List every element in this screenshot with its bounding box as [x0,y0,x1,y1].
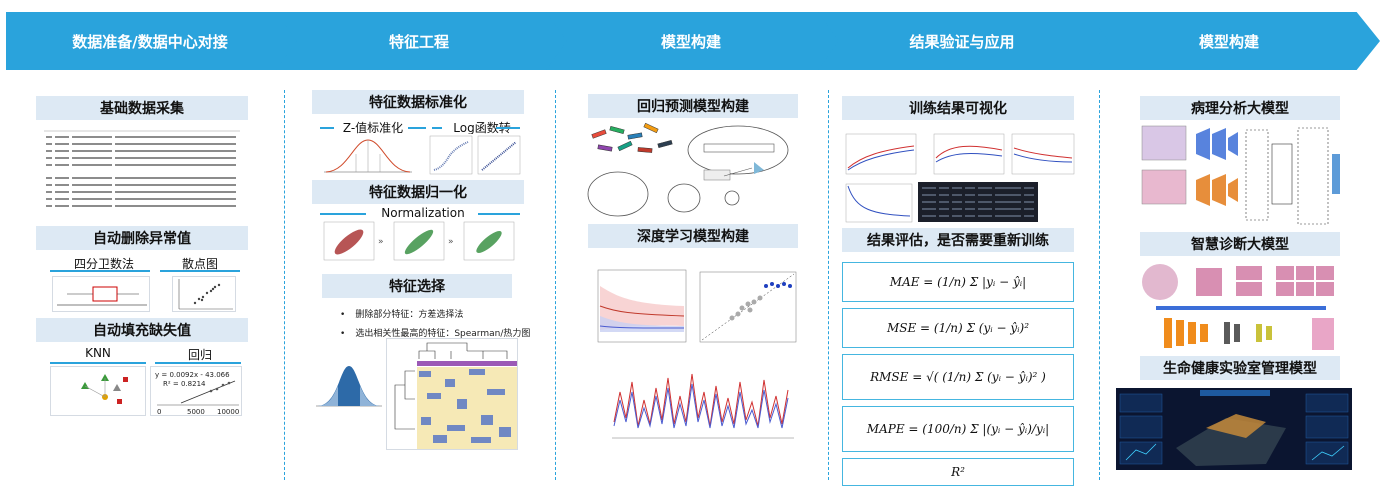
underline [155,362,241,364]
normal-curve-graphic [324,139,412,173]
stage-arrow-data-prep: 数据准备/数据中心对接 [6,12,304,70]
pathology-network-graphic [1141,125,1340,225]
boxplot-thumbnail [52,276,150,312]
scatter-plot-label: 散点图 [181,257,218,271]
train-test-curve-graphic [597,269,687,343]
remove-outliers-box: 自动删除异常值 [36,226,248,250]
regression-r2: R² = 0.8214 [163,380,206,388]
fill-missing-box: 自动填充缺失值 [36,318,248,342]
time-series-thumbnail [592,352,798,444]
stage-label: 模型构建 [1198,32,1259,51]
training-curves-graphic [845,133,1075,223]
time-series-graphic [612,373,794,439]
underline [320,127,334,129]
stage-label: 模型构建 [660,32,721,51]
boxplot-graphic [57,286,147,306]
feature-selection-bullet: 删除部分特征：方差选择法 [340,307,463,320]
feature-selection-bullet: 选出相关性最高的特征：Spearman/热力图 [340,326,530,339]
pathology-network-thumbnail [1140,124,1342,228]
train-test-curve-thumbnail [590,266,690,352]
underline [408,127,426,129]
log-transform-thumbnail [428,134,522,176]
dashboard-graphic [1119,390,1349,466]
deep-learning-model-box: 深度学习模型构建 [588,224,798,248]
normalization-graphic: » » [323,221,515,261]
rmse-formula: RMSE = √( (1/n) Σ (yᵢ − ŷᵢ)² ) [842,354,1074,400]
scatter-graphic [178,279,233,310]
diagnosis-network-thumbnail [1136,262,1342,354]
underline [320,213,366,215]
variance-curve-graphic [316,366,382,407]
stage-arrow-model-build: 模型构建 [546,12,846,70]
underline [50,362,146,364]
underline [160,270,240,272]
stage-label: 结果验证与应用 [909,32,1015,51]
training-visualization-box: 训练结果可视化 [842,96,1074,120]
dashboard-thumbnail [1116,388,1352,470]
feature-standardization-box: 特征数据标准化 [312,90,524,114]
feature-selection-box: 特征选择 [322,274,512,298]
heatmap-thumbnail [386,338,518,450]
regression-tick: 5000 [187,408,205,416]
mae-formula: MAE = (1/n) Σ |yᵢ − ŷᵢ| [842,262,1074,302]
stage-arrow-validation: 结果验证与应用 [818,12,1116,70]
normalization-thumbnail: » » [320,220,520,262]
svg-text:»: » [448,237,454,247]
stage-label: 特征工程 [388,32,449,51]
knn-label: KNN [85,346,111,360]
regression-graphic: y = 0.0092x - 43.066 R² = 0.8214 0 5000 … [155,371,239,416]
column-divider [555,90,556,480]
prediction-scatter-thumbnail [692,268,800,350]
svg-text:»: » [378,237,384,247]
log-scatter-graphic [429,135,521,175]
underline [50,270,150,272]
knn-thumbnail [50,366,146,416]
smart-diagnosis-model-box: 智慧诊断大模型 [1140,232,1340,256]
regression-label: 回归 [187,348,212,362]
training-curves-thumbnail [842,128,1078,224]
scatter-thumbnail [172,276,236,312]
stage-label: 数据准备/数据中心对接 [72,32,228,51]
underline [496,127,520,129]
regression-workflow-graphic [587,122,789,217]
normal-distribution-thumbnail [320,134,416,176]
regression-tick: 0 [157,408,161,416]
evaluation-box: 结果评估，是否需要重新训练 [842,228,1074,252]
regression-workflow-thumbnail [584,122,800,222]
heatmap-graphic [394,342,517,449]
column-divider [828,90,829,480]
basic-data-collection-box: 基础数据采集 [36,96,248,120]
mse-formula: MSE = (1/n) Σ (yᵢ − ŷᵢ)² [842,308,1074,348]
prediction-scatter-graphic [699,271,797,343]
data-table-graphic [44,130,240,207]
column-divider [1099,90,1100,480]
pathology-model-box: 病理分析大模型 [1140,96,1340,120]
lab-management-model-box: 生命健康实验室管理模型 [1140,356,1340,380]
regression-tick: 10000 [217,408,239,416]
iqr-method-label: 四分卫数法 [73,257,134,271]
underline [432,127,442,129]
stage-arrow-feature-engineering: 特征工程 [276,12,572,70]
stage-arrow-model-build-2: 模型构建 [1088,12,1380,70]
diagnosis-network-graphic [1142,264,1334,350]
knn-graphic [81,374,128,404]
regression-equation: y = 0.0092x - 43.066 [155,371,230,379]
normalization-label: Normalization [381,206,465,220]
regression-thumbnail: y = 0.0092x - 43.066 R² = 0.8214 0 5000 … [150,366,242,416]
regression-model-box: 回归预测模型构建 [588,94,798,118]
underline [478,213,520,215]
feature-normalization-box: 特征数据归一化 [312,180,524,204]
log-transform-label: Log函数转 [453,121,511,135]
r2-formula: R² [842,458,1074,486]
column-divider [284,90,285,480]
zscore-label: Z-值标准化 [342,121,404,135]
mape-formula: MAPE = (100/n) Σ |(yᵢ − ŷᵢ)/yᵢ| [842,406,1074,452]
variance-curve-thumbnail [314,362,384,410]
data-table-thumbnail [36,122,248,218]
